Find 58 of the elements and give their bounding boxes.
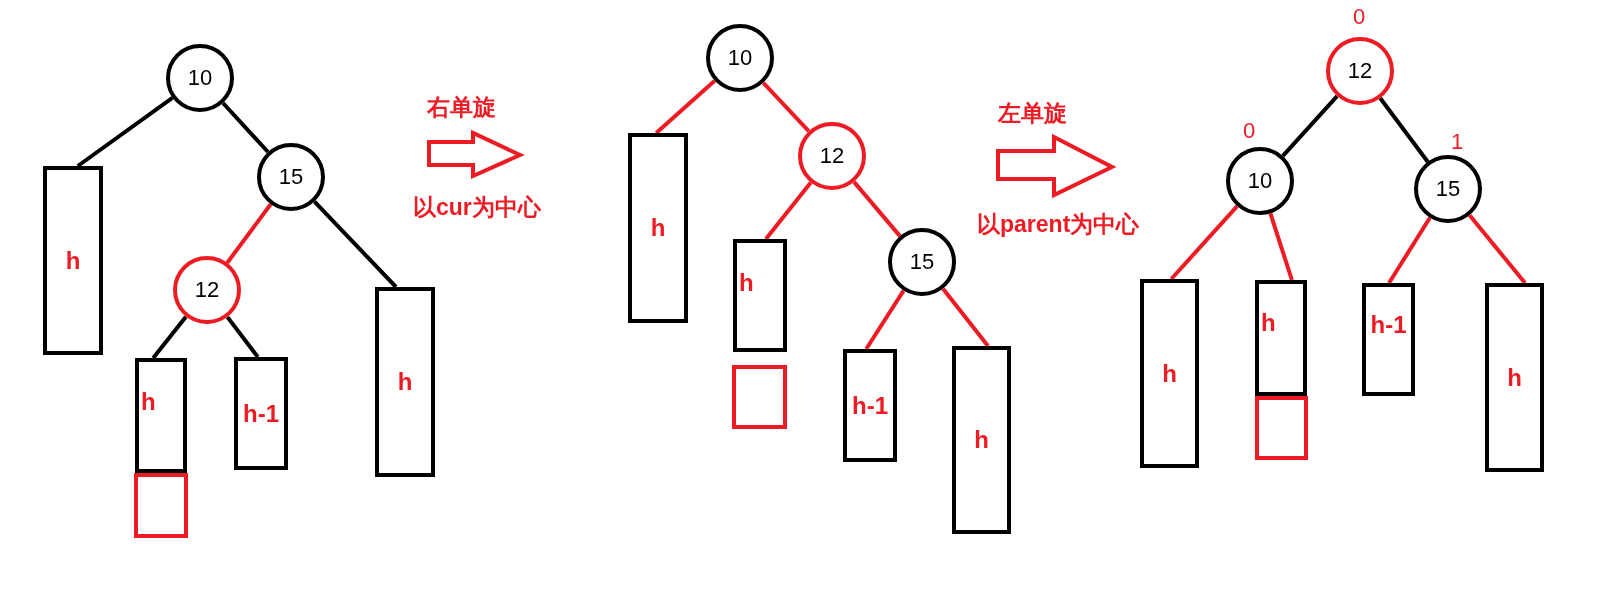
tree-edge [1169, 204, 1239, 281]
pivot-note: 以cur为中心 [413, 193, 541, 222]
height-label: h [650, 214, 666, 242]
empty-box [732, 365, 787, 429]
balance-factor: 0 [1352, 4, 1366, 30]
node-value: 12 [819, 143, 845, 169]
tree-edge [1281, 94, 1339, 158]
height-label: h [397, 368, 413, 396]
height-label: h-1 [852, 391, 888, 420]
tree-edge [225, 315, 260, 359]
rotation-label: 右单旋 [427, 93, 496, 122]
tree-edge [76, 96, 174, 168]
subtree-box [628, 133, 688, 323]
subtree-box [1485, 283, 1544, 472]
height-label: h [141, 388, 156, 416]
height-label: h-1 [1370, 311, 1407, 339]
height-label: h-1 [243, 399, 279, 428]
rotation-label: 左单旋 [998, 99, 1067, 128]
subtree-box [1362, 283, 1415, 396]
height-label: h [974, 426, 989, 454]
balance-factor: 0 [1242, 118, 1256, 144]
tree-edge [225, 203, 273, 264]
subtree-box [843, 349, 897, 462]
tree-edge [864, 289, 906, 351]
tree-edge [941, 287, 990, 348]
tree-edge [764, 181, 813, 241]
height-label: h [65, 246, 81, 275]
subtree-box [375, 287, 435, 477]
subtree-box [733, 239, 787, 352]
node-value: 15 [278, 164, 304, 190]
node-value: 10 [1247, 168, 1273, 194]
pivot-note: 以parent为中心 [977, 210, 1140, 239]
subtree-box [135, 358, 187, 473]
node-value: 15 [909, 249, 935, 275]
node-value: 15 [1435, 176, 1461, 202]
subtree-box [952, 346, 1011, 534]
height-label: h [1261, 309, 1276, 337]
height-label: h [1507, 363, 1522, 392]
tree-edge [313, 200, 398, 289]
tree-edge [1378, 97, 1430, 163]
node-value: 10 [727, 45, 753, 71]
node-value: 10 [187, 65, 213, 91]
node-value: 12 [1347, 58, 1373, 84]
tree-edge [151, 315, 188, 360]
tree-edge [654, 79, 717, 135]
subtree-box [1140, 279, 1199, 468]
subtree-box [234, 357, 288, 470]
tree-edge [221, 101, 270, 154]
tree-edge [1468, 214, 1527, 285]
tree-edge [761, 81, 811, 133]
height-label: h [1162, 359, 1177, 388]
node-value: 12 [194, 277, 220, 303]
balance-factor: 1 [1450, 129, 1464, 155]
tree-edge [852, 180, 902, 238]
subtree-box [43, 166, 103, 355]
subtree-box [1255, 280, 1307, 396]
tree-edge [1387, 216, 1432, 285]
height-label: h [739, 269, 754, 297]
